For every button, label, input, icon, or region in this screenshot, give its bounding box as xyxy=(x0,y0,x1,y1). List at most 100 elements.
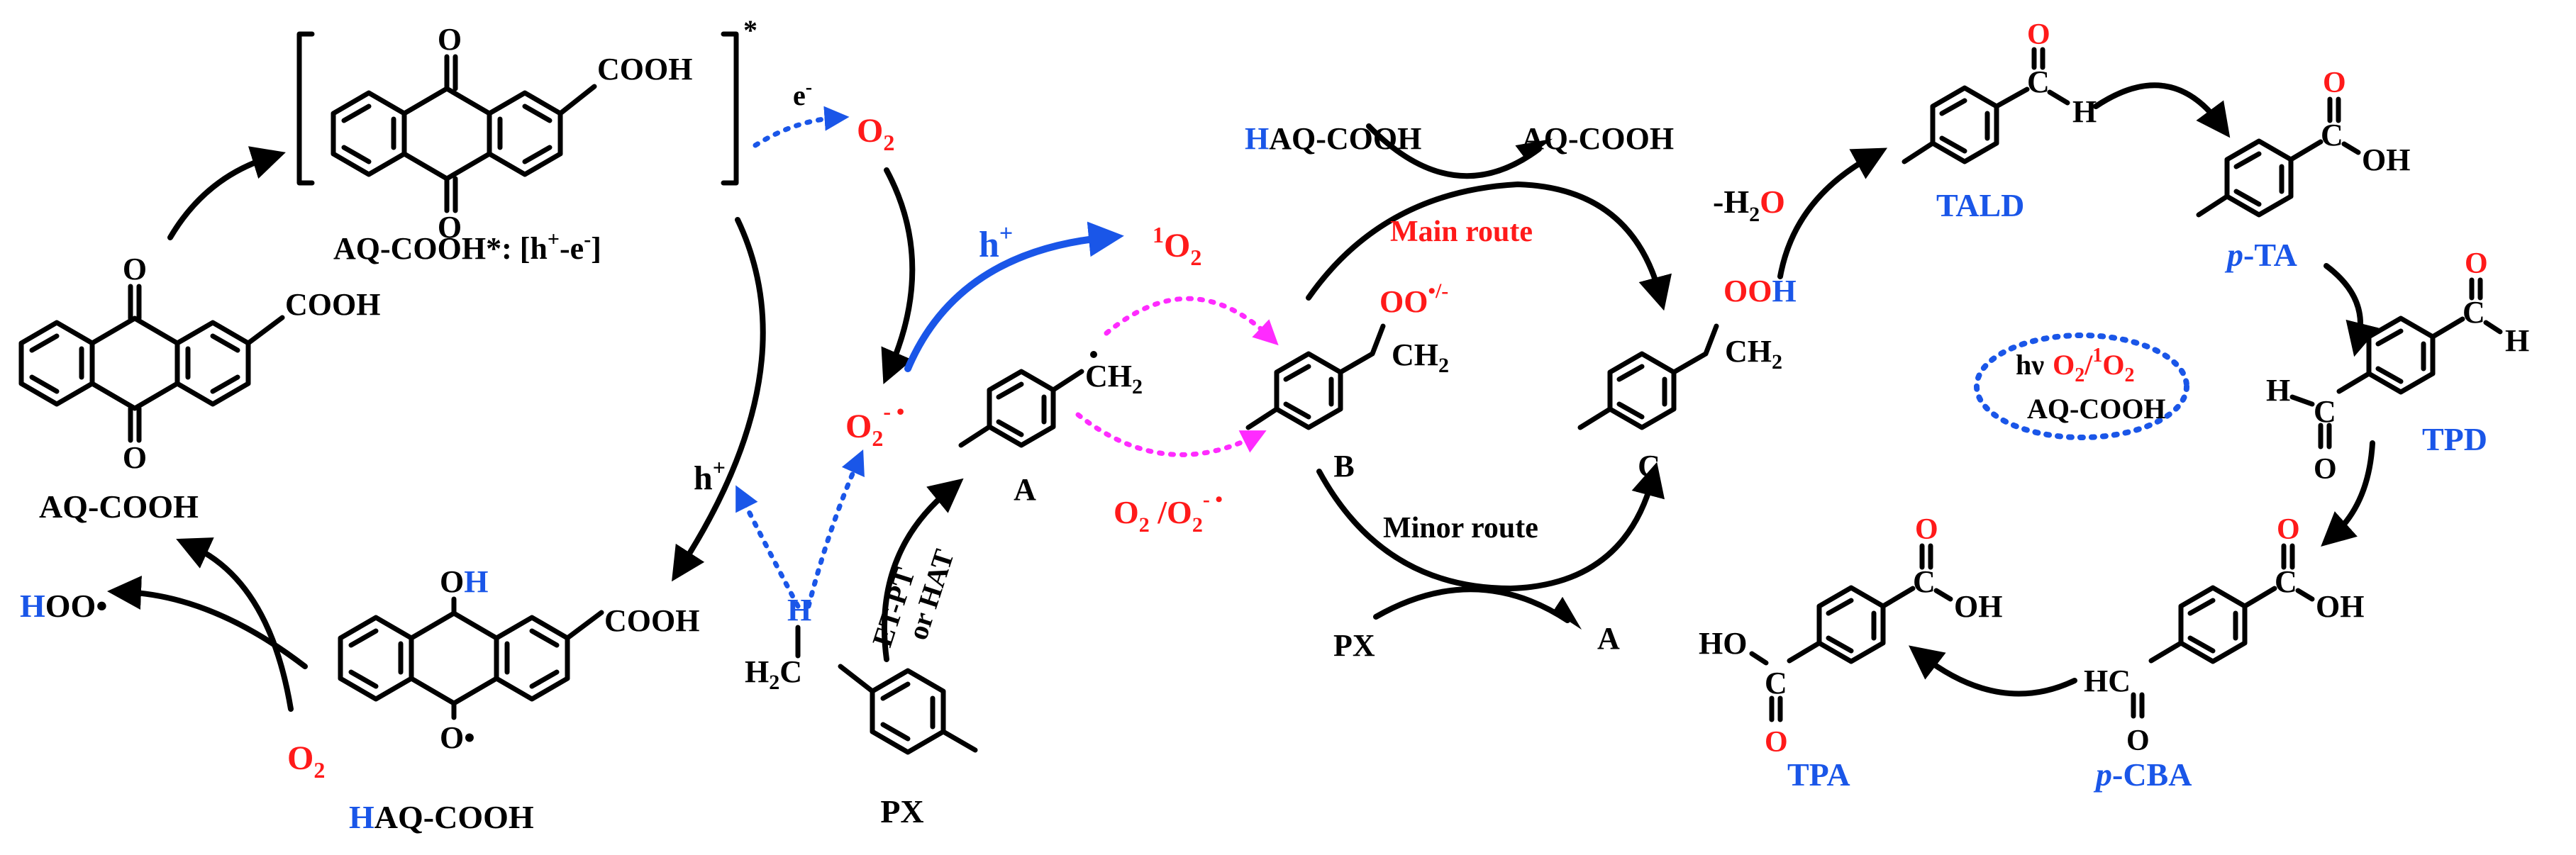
conditions-line2: AQ-COOH xyxy=(2027,393,2166,425)
tpd-to-pcba-arrow xyxy=(2321,440,2375,547)
pta-o: O xyxy=(2323,67,2346,99)
haq-cooh-group: COOH xyxy=(604,603,699,638)
hydroperoxide-ooh: OOH xyxy=(1723,274,1797,308)
tald-label: TALD xyxy=(1936,187,2024,223)
tpd-o-bottom: O xyxy=(2314,453,2337,486)
benzyl-radical-structure xyxy=(958,369,1084,448)
superoxide-label: O2- • xyxy=(845,398,904,451)
ch2-b: CH2 xyxy=(1392,337,1449,377)
h-plus-abstraction-arrow xyxy=(735,485,801,609)
pcba-hc: HC xyxy=(2084,664,2131,698)
tpa-oh: OH xyxy=(1954,589,2002,624)
conditions-ellipse xyxy=(1974,332,2189,440)
pcba-label: p-CBA xyxy=(2093,756,2192,793)
tpd-structure xyxy=(2289,277,2503,449)
aq-oxo-top: O xyxy=(123,252,147,286)
h-plus-left: h+ xyxy=(694,454,726,497)
oxo-bottom: O xyxy=(438,210,462,245)
minor-route-arrow xyxy=(1316,462,1665,592)
label-c: C xyxy=(1638,449,1660,484)
ch2-radical: CH2 xyxy=(1085,359,1143,398)
px-h2c: H2C xyxy=(745,654,802,694)
pta-oh: OH xyxy=(2362,142,2410,177)
minus-h2o-label: -H2O xyxy=(1713,184,1785,226)
a-bottom-label: A xyxy=(1597,621,1620,656)
o2-top-label: O2 xyxy=(857,112,894,155)
electron-label: e- xyxy=(793,77,812,111)
main-route-arrow xyxy=(1306,181,1672,311)
p-ta-structure xyxy=(2196,96,2361,218)
tpa-c-top: C xyxy=(1913,564,1936,599)
reduction-arrow xyxy=(672,217,766,582)
pta-to-tpd-arrow xyxy=(2324,263,2380,357)
singlet-oxygen-label: 1O2 xyxy=(1153,222,1201,270)
regeneration-arrow xyxy=(176,537,294,712)
tpa-label: TPA xyxy=(1787,756,1850,793)
tpa-o-top: O xyxy=(1915,513,1938,546)
tpa-o-bottom: O xyxy=(1765,726,1788,759)
haq-cooh-label: HAQ-COOH xyxy=(349,799,534,835)
px-structure xyxy=(795,625,978,755)
tpd-h-bottom: H xyxy=(2266,373,2290,408)
superoxide-abstraction-arrow xyxy=(806,449,865,609)
minor-route-label: Minor route xyxy=(1383,512,1538,544)
tpd-h-top: H xyxy=(2505,323,2529,358)
pcba-oh: OH xyxy=(2316,589,2364,624)
peroxyl-oo: OO•/- xyxy=(1379,279,1448,319)
peroxyl-structure xyxy=(1245,323,1386,430)
o2-to-superoxide-arrow xyxy=(881,167,916,385)
label-b: B xyxy=(1333,449,1354,484)
pta-label: p-TA xyxy=(2224,237,2297,273)
main-route-label: Main route xyxy=(1390,216,1533,248)
tpd-c-top: C xyxy=(2463,295,2485,330)
hoo-radical-label: HOO• xyxy=(20,588,107,624)
excited-aq-cooh-structure xyxy=(296,31,739,213)
tald-structure xyxy=(1902,47,2070,164)
tald-to-pta-arrow xyxy=(2093,82,2231,138)
o2-bottom-label: O2 xyxy=(287,739,325,783)
tald-o: O xyxy=(2027,18,2050,51)
tpd-label: TPD xyxy=(2422,421,2487,457)
px-abstracted-h: H xyxy=(787,593,811,627)
singlet-oxygen-addition-arrow xyxy=(1104,296,1279,346)
radical-dot xyxy=(1090,351,1097,358)
haq-cooh-structure xyxy=(338,596,604,720)
hoo-release-arrow xyxy=(107,575,308,669)
p-cba-structure xyxy=(2131,543,2315,719)
tpa-structure xyxy=(1749,543,1953,722)
o2-addition-arrow xyxy=(1075,412,1267,457)
excited-label: AQ-COOH*: [h+-e-] xyxy=(333,228,601,266)
label-a: A xyxy=(1014,472,1036,507)
tpa-c-bottom: C xyxy=(1765,666,1787,700)
pcba-to-tpa-arrow xyxy=(1909,645,2077,697)
haq-radical-o: O• xyxy=(440,720,475,755)
pcba-o-top: O xyxy=(2277,513,2300,546)
haq-hydrogen-arrow xyxy=(1366,123,1553,179)
hydroperoxide-structure xyxy=(1577,323,1719,430)
aq-top-label: AQ-COOH xyxy=(1521,121,1674,156)
electron-transfer-arrow xyxy=(753,106,850,148)
px-bottom-label: PX xyxy=(1333,628,1375,663)
aq-cooh-label: AQ-COOH xyxy=(39,488,199,525)
tpd-o-top: O xyxy=(2465,247,2488,280)
excitation-arrow xyxy=(167,146,286,240)
tald-h: H xyxy=(2072,94,2097,129)
aq-cooh-structure xyxy=(18,284,285,443)
haq-top-label: HAQ-COOH xyxy=(1245,121,1421,156)
px-label: PX xyxy=(880,793,923,829)
px-to-a-arrow xyxy=(1373,586,1582,630)
tpa-ho: HO xyxy=(1699,626,1747,661)
pcba-o-bottom: O xyxy=(2126,725,2150,757)
haq-oh: OH xyxy=(440,564,488,599)
excited-star: * xyxy=(743,14,757,46)
h-plus-blue: h+ xyxy=(979,220,1013,265)
tpd-c-bottom: C xyxy=(2314,394,2336,429)
oxo-top: O xyxy=(438,22,462,57)
pta-c: C xyxy=(2321,118,2343,152)
aq-cooh-group: COOH xyxy=(285,287,380,322)
cooh-excited: COOH xyxy=(597,52,692,86)
o2-superoxide-label: O2 /O2- • xyxy=(1114,488,1223,537)
singlet-oxygen-arrow xyxy=(904,221,1124,372)
